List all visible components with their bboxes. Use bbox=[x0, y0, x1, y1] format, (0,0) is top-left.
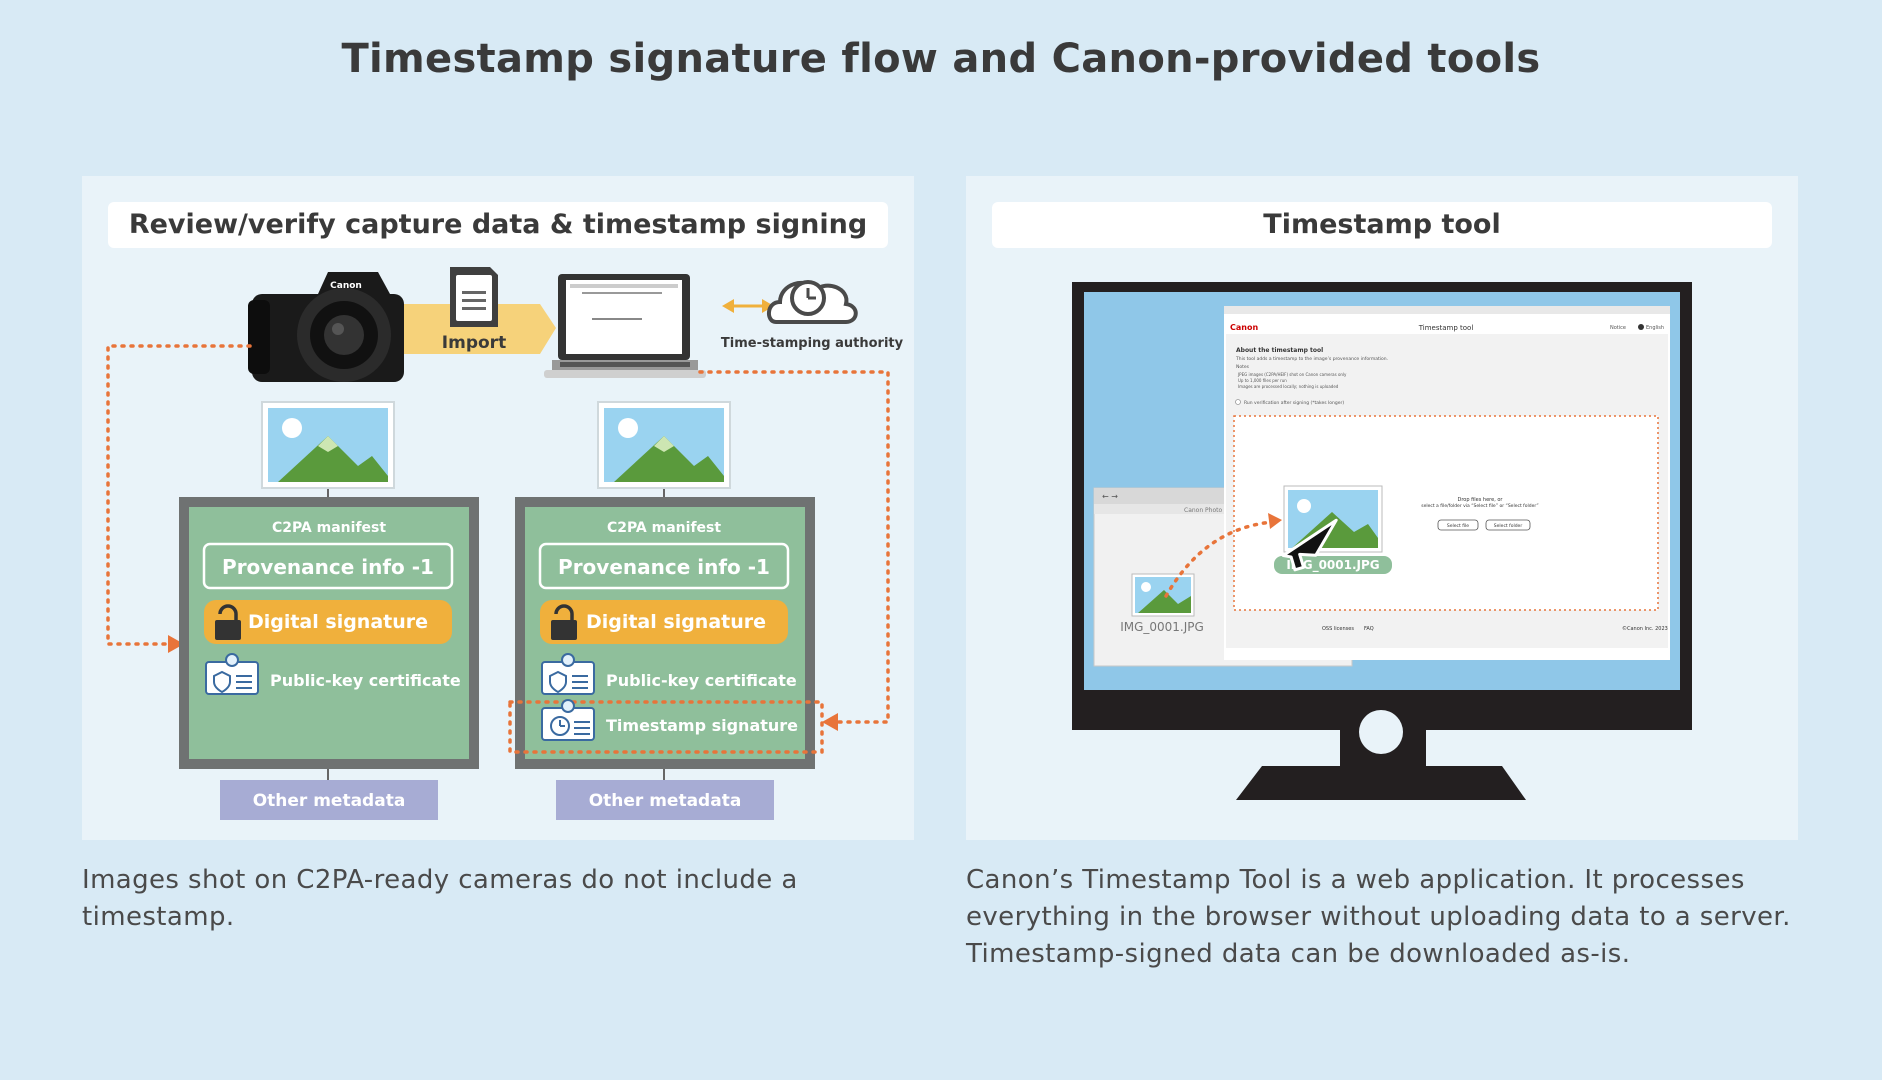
svg-text:Select folder: Select folder bbox=[1494, 523, 1523, 529]
flow-panel: Review/verify capture data & timestamp s… bbox=[82, 176, 914, 840]
image-icon bbox=[597, 401, 731, 489]
drag-path bbox=[1164, 520, 1274, 598]
select-folder-button bbox=[1485, 519, 1531, 531]
certificate-icon bbox=[541, 653, 595, 695]
signature-badge bbox=[540, 600, 788, 644]
tool-panel: Timestamp tool ← → Canon Photo Data IMG_… bbox=[966, 176, 1798, 840]
timestamp-label: Timestamp signature bbox=[606, 716, 798, 735]
notice-link: Notice bbox=[1610, 325, 1626, 331]
monitor-illustration: ← → Canon Photo Data IMG_0001.JPG Canon … bbox=[1072, 282, 1692, 800]
browser-window: Canon Timestamp tool Notice English Abou… bbox=[1224, 306, 1670, 660]
timestamp-highlight bbox=[508, 700, 824, 754]
flow-panel-header: Review/verify capture data & timestamp s… bbox=[108, 202, 888, 248]
note-item: Images are processed locally; nothing is… bbox=[1238, 384, 1339, 389]
camera-brand: Canon bbox=[330, 281, 362, 291]
certificate-label: Public-key certificate bbox=[270, 671, 461, 690]
drop-text-2: select a file/folder via “Select file” o… bbox=[1421, 503, 1538, 509]
app-title: Timestamp tool bbox=[1418, 324, 1474, 332]
right-caption: Canon’s Timestamp Tool is a web applicat… bbox=[966, 865, 1791, 969]
flow-diagram: Import Canon bbox=[106, 267, 904, 820]
drop-zone bbox=[1233, 415, 1659, 611]
language-select: English bbox=[1646, 325, 1664, 331]
verify-option: Run verification after signing (*takes l… bbox=[1244, 400, 1344, 406]
document-icon bbox=[450, 267, 498, 327]
note-item: JPEG images (C2PA/HEIF) shot on Canon ca… bbox=[1237, 372, 1347, 377]
notes-label: Notes bbox=[1236, 364, 1250, 370]
provenance-label: Provenance info -1 bbox=[222, 555, 434, 579]
signature-label: Digital signature bbox=[248, 611, 428, 633]
svg-text:Select file: Select file bbox=[1447, 523, 1469, 529]
laptop-icon bbox=[544, 274, 706, 378]
signature-label: Digital signature bbox=[586, 611, 766, 633]
camera-icon: Canon bbox=[248, 272, 404, 382]
import-label: Import bbox=[442, 333, 506, 353]
faq-link: FAQ bbox=[1364, 626, 1374, 632]
image-icon bbox=[261, 401, 395, 489]
copyright: ©Canon Inc. 2023 bbox=[1622, 625, 1668, 632]
nav-arrows-icon: ← → bbox=[1102, 492, 1118, 501]
other-metadata-box bbox=[556, 780, 774, 820]
oss-link: OSS licenses bbox=[1322, 626, 1354, 632]
file-window-title: Canon Photo Data bbox=[1184, 507, 1239, 514]
left-caption: Images shot on C2PA-ready cameras do not… bbox=[82, 865, 798, 932]
tsa-label: Time-stamping authority bbox=[721, 336, 904, 351]
other-metadata-label: Other metadata bbox=[589, 791, 742, 811]
cursor-icon bbox=[1281, 518, 1338, 572]
tool-panel-header: Timestamp tool bbox=[992, 202, 1772, 248]
import-arrow bbox=[400, 304, 556, 354]
lock-icon bbox=[215, 604, 241, 640]
about-heading: About the timestamp tool bbox=[1236, 347, 1323, 354]
about-text: This tool adds a timestamp to the image’… bbox=[1235, 356, 1388, 362]
flow-line-left bbox=[106, 344, 252, 646]
flow-line-right bbox=[698, 370, 890, 724]
other-metadata-label: Other metadata bbox=[253, 791, 406, 811]
clock-certificate-icon bbox=[541, 699, 595, 741]
provenance-label: Provenance info -1 bbox=[558, 555, 770, 579]
manifest-title: C2PA manifest bbox=[607, 520, 721, 536]
select-file-button bbox=[1437, 519, 1479, 531]
lock-icon bbox=[551, 604, 577, 640]
certificate-icon bbox=[205, 653, 259, 695]
file-window-file: IMG_0001.JPG bbox=[1120, 620, 1204, 634]
certificate-label: Public-key certificate bbox=[606, 671, 797, 690]
dragged-file-name: IMG_0001.JPG bbox=[1286, 558, 1379, 573]
page-title: Timestamp signature flow and Canon-provi… bbox=[341, 36, 1541, 82]
app-logo: Canon bbox=[1230, 323, 1258, 332]
other-metadata-box bbox=[220, 780, 438, 820]
drop-text: Drop files here, or bbox=[1458, 497, 1504, 503]
manifest-title: C2PA manifest bbox=[272, 520, 386, 536]
cloud-clock-icon bbox=[767, 280, 858, 324]
dragged-file: IMG_0001.JPG bbox=[1274, 485, 1392, 574]
note-item: Up to 1,000 files per run bbox=[1238, 378, 1287, 383]
signature-badge bbox=[204, 600, 452, 644]
